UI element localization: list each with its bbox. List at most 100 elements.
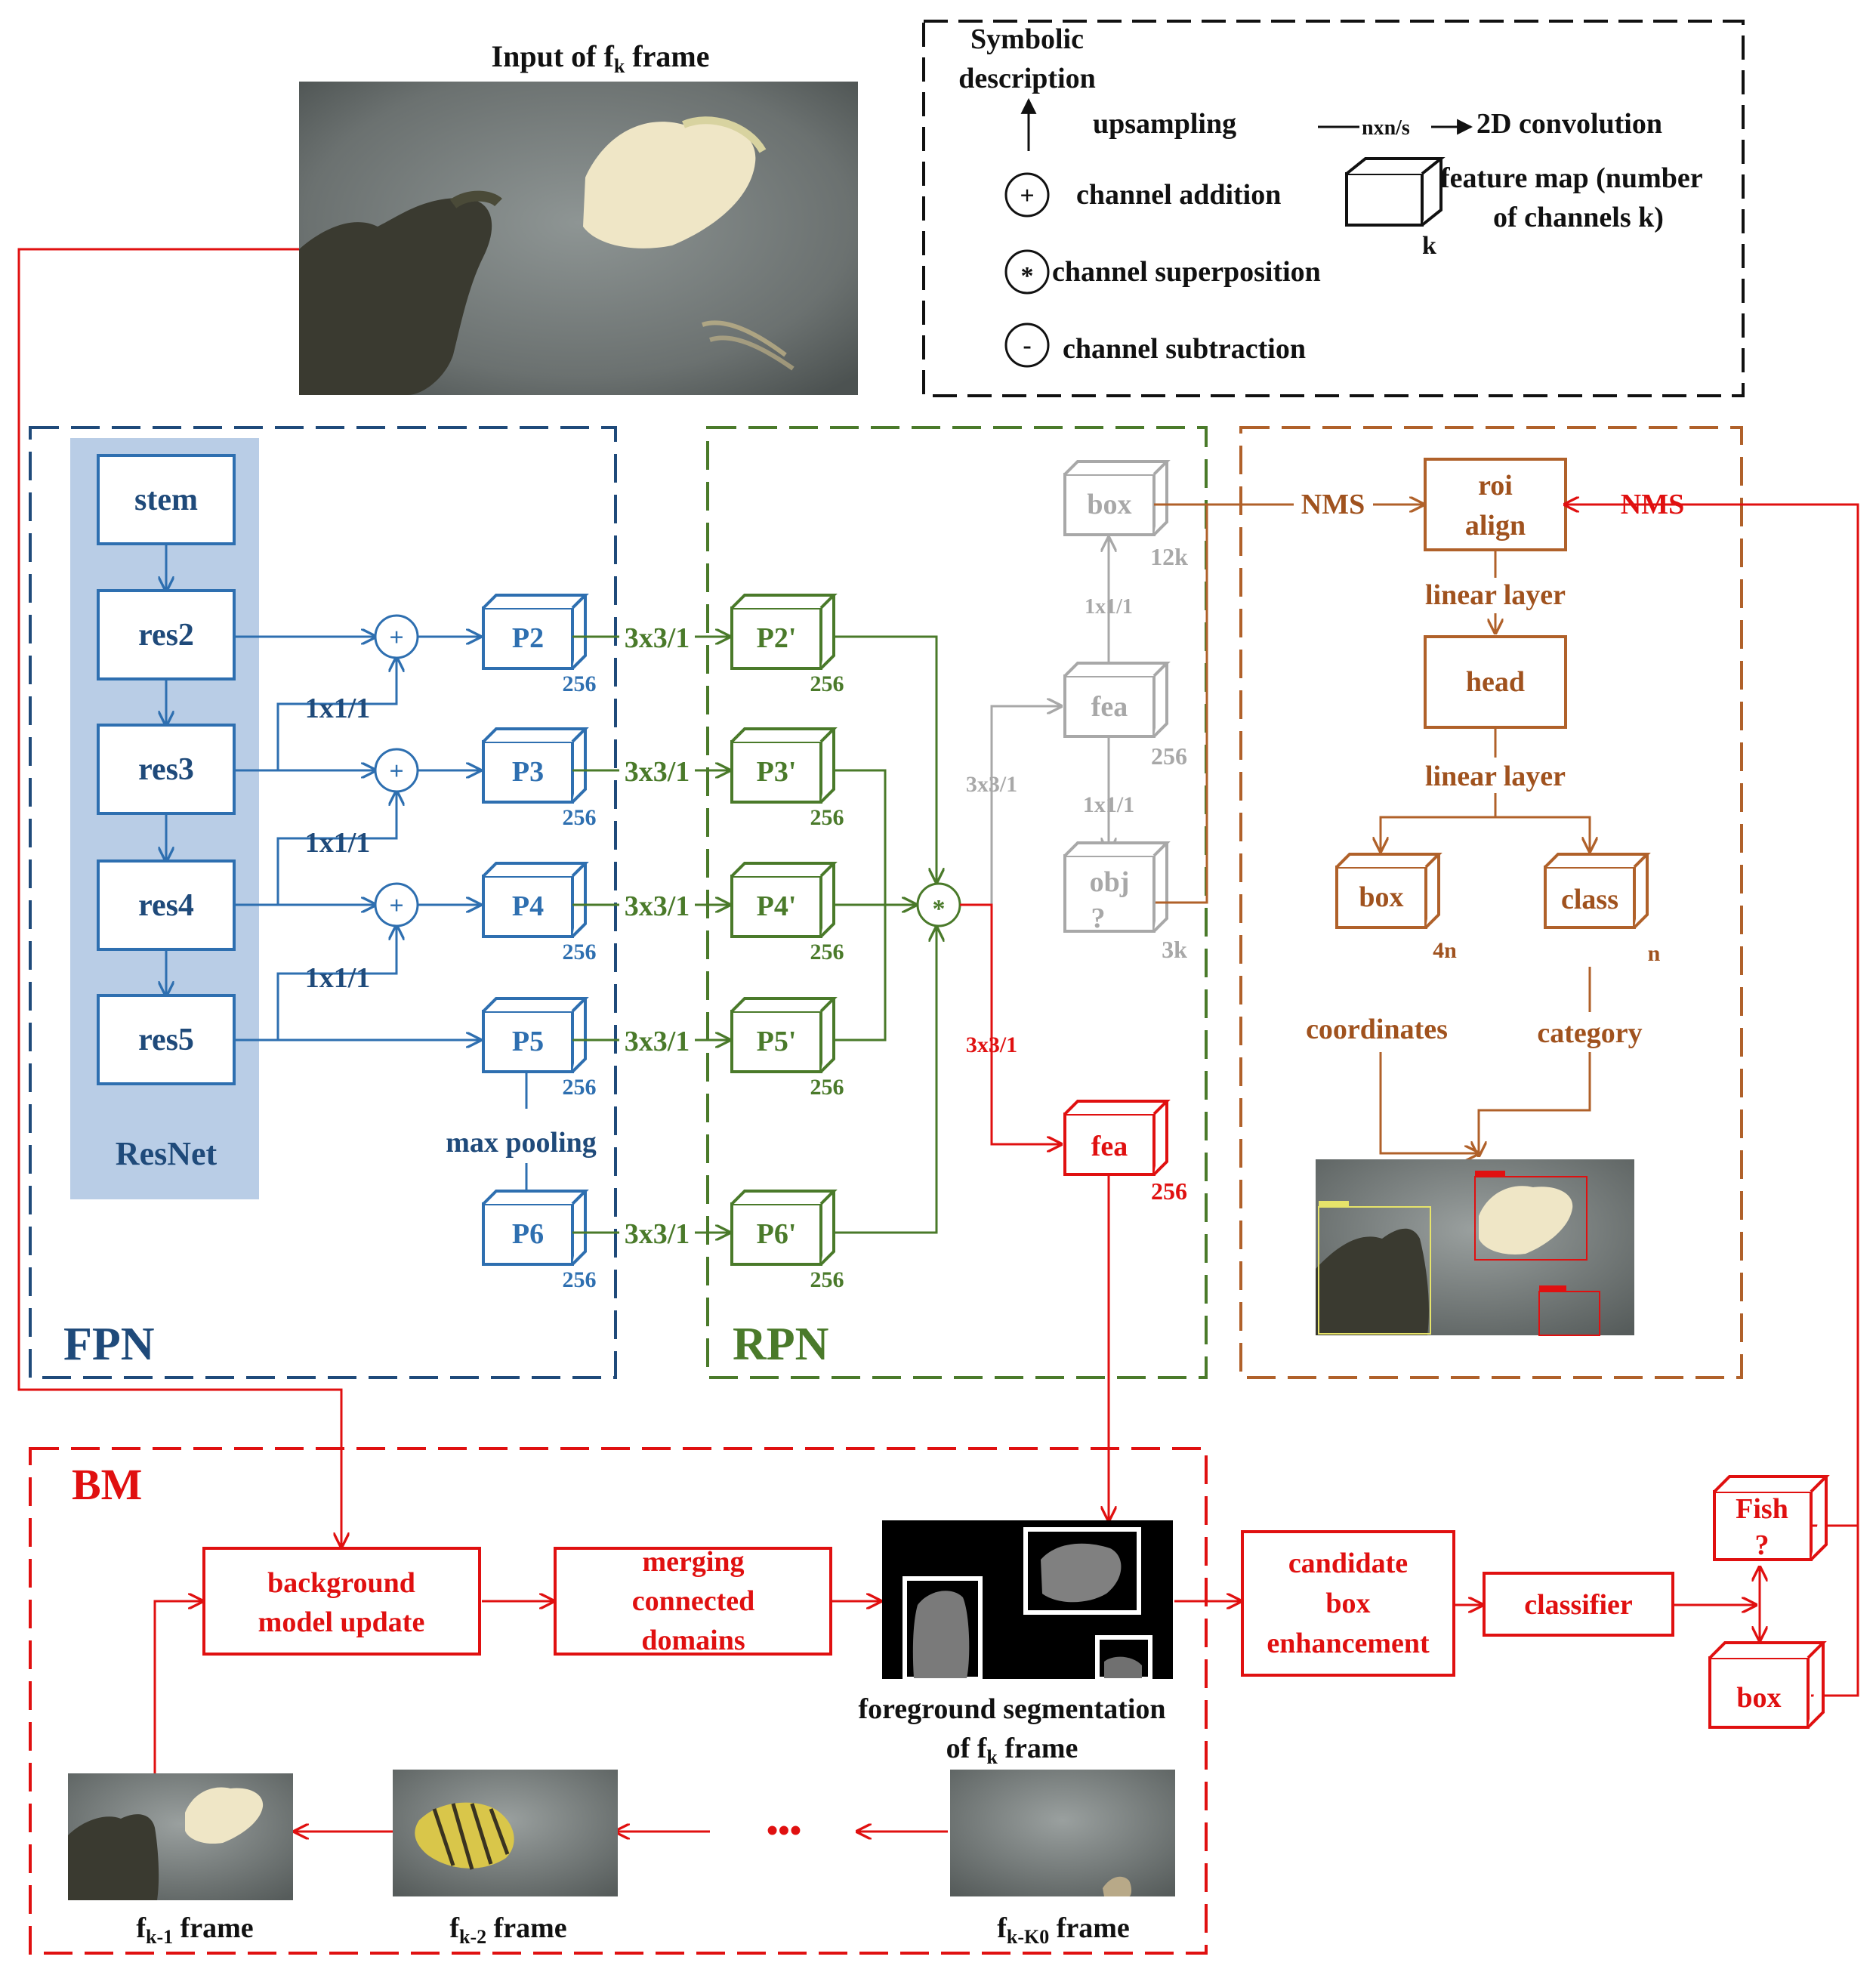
rpn-obj-label-line2: ? [1091, 903, 1106, 934]
lateral-conv-label: 1x1/1 [305, 693, 371, 724]
channel-subtraction-symbol: - [1023, 332, 1031, 360]
foreground-segmentation-label-line2: of fk frame [946, 1733, 1078, 1768]
rpn-level-P2' [730, 594, 838, 670]
fpn-level-P4 [482, 862, 589, 938]
backbone-label-res5: res5 [138, 1023, 194, 1057]
rpn-fea-obj-conv-label: 1x1/1 [1083, 792, 1134, 817]
detection-result-image [1316, 1159, 1634, 1336]
bm-panel [29, 1447, 1208, 1955]
frame-label: fk-2 frame [449, 1912, 566, 1948]
backbone-block-res3: res3 [97, 724, 236, 815]
svg-text:domains: domains [641, 1625, 745, 1656]
bm-box-label: box [1736, 1682, 1781, 1714]
rpn-level-P3' [730, 727, 838, 804]
rpn-conv-label: 3x3/1 [625, 622, 690, 654]
head-class-label: class [1561, 884, 1618, 915]
channel-addition-node-symbol: + [389, 624, 403, 652]
resnet-label: ResNet [116, 1135, 218, 1172]
frame-k-minus-k0-image [950, 1770, 1175, 1896]
frame-k-minus-1-image [68, 1773, 293, 1900]
rpn-level-channels: 256 [810, 1267, 844, 1292]
rpn-level-label-P3': P3' [757, 756, 797, 788]
svg-text:NMS: NMS [1301, 489, 1365, 520]
rpn-conv-label: 3x3/1 [625, 890, 690, 922]
rpn-conv-label: 3x3/1 [625, 756, 690, 788]
svg-text:box: box [1325, 1588, 1370, 1619]
svg-text:head: head [1466, 666, 1525, 698]
rpn-red-fea-block [1063, 1100, 1171, 1176]
svg-text:enhancement: enhancement [1267, 1628, 1430, 1659]
rpn-level-label-P4': P4' [757, 890, 797, 922]
legend-title-line2: description [958, 63, 1096, 94]
channel-superposition-symbol: * [1021, 262, 1034, 290]
linear-layer-label-1: linear layer [1425, 579, 1566, 611]
rpn-conv-label: 3x3/1 [625, 1026, 690, 1057]
svg-text:classifier: classifier [1524, 1589, 1633, 1621]
legend-conv-arrow-label: nxn/s [1362, 116, 1410, 140]
rpn-level-P5' [730, 997, 838, 1073]
head-box-output [1335, 853, 1442, 929]
legend-channel-addition: channel addition [1076, 179, 1281, 211]
rpn-level-label-P5': P5' [757, 1026, 797, 1057]
fpn-level-label-P3: P3 [512, 756, 544, 788]
rpn-level-channels: 256 [810, 1075, 844, 1100]
fpn-level-P5 [482, 997, 589, 1073]
legend-channel-superposition: channel superposition [1052, 256, 1321, 288]
rpn-panel [706, 426, 1208, 1379]
channel-addition-node [374, 614, 419, 659]
legend-conv: 2D convolution [1476, 108, 1662, 140]
linear-layer-label-2: linear layer [1425, 761, 1566, 792]
rpn-box-label: box [1087, 489, 1131, 520]
head-class-channels: n [1648, 941, 1661, 966]
fpn-panel [29, 426, 617, 1379]
rpn-obj-block [1063, 841, 1171, 933]
backbone-label-res2: res2 [138, 618, 194, 653]
rpn-box-fea-conv-label: 1x1/1 [1085, 595, 1133, 619]
channel-addition-symbol: + [1020, 182, 1034, 210]
fpn-level-P3 [482, 727, 589, 804]
rpn-red-fea-label: fea [1091, 1131, 1128, 1162]
legend-feature-map-line2: of channels k) [1493, 202, 1664, 233]
rpn-fea-channels: 256 [1151, 742, 1187, 770]
rpn-level-label-P2': P2' [757, 622, 797, 654]
fpn-level-channels: 256 [563, 1075, 597, 1100]
fpn-connections [166, 544, 526, 1205]
fpn-level-P2 [482, 594, 589, 670]
channel-addition-node-symbol: + [389, 892, 403, 920]
svg-text:merging: merging [642, 1546, 744, 1578]
channel-addition-node-symbol: + [389, 758, 403, 785]
input-frame-image [299, 82, 858, 395]
candidate-box-enhancement-block: candidate box enhancement [1241, 1530, 1455, 1677]
svg-text:connected: connected [632, 1585, 755, 1617]
svg-text:roi: roi [1478, 470, 1513, 501]
head-nms-left-label: NMS [1301, 489, 1365, 520]
frame-ellipsis: ••• [767, 1812, 801, 1849]
rpn-red-conv-label: 3x3/1 [966, 1032, 1017, 1057]
fish-label-line2: ? [1755, 1529, 1770, 1561]
backbone-block-stem: stem [97, 454, 236, 545]
backbone-block-res5: res5 [97, 994, 236, 1085]
rpn-level-channels: 256 [810, 805, 844, 830]
fpn-level-channels: 256 [563, 671, 597, 696]
channel-addition-icon [1004, 172, 1050, 218]
lateral-conv-label: 1x1/1 [305, 827, 371, 859]
legend-channel-subtraction: channel subtraction [1063, 333, 1306, 365]
rpn-title: RPN [733, 1319, 828, 1370]
bm-outputs: Fish?box [1708, 1475, 1830, 1729]
backbone-block-res2: res2 [97, 589, 236, 680]
merging-connected-domains-block: merging connected domains [554, 1546, 832, 1656]
background-model-update-block: background model update [202, 1547, 481, 1656]
head-panel [1239, 426, 1743, 1379]
backbone-label-res4: res4 [138, 888, 194, 923]
bm-box-output [1708, 1641, 1827, 1729]
fish-decision-block [1713, 1475, 1830, 1561]
legend-box [922, 20, 1745, 397]
head-block: head [1424, 635, 1567, 729]
channel-addition-node [374, 882, 419, 927]
legend-title-line1: Symbolic [970, 23, 1084, 55]
rpn-level-P4' [730, 862, 838, 938]
rpn-fea-label: fea [1091, 691, 1128, 723]
rpn-obj-label-line1: obj [1090, 866, 1130, 898]
